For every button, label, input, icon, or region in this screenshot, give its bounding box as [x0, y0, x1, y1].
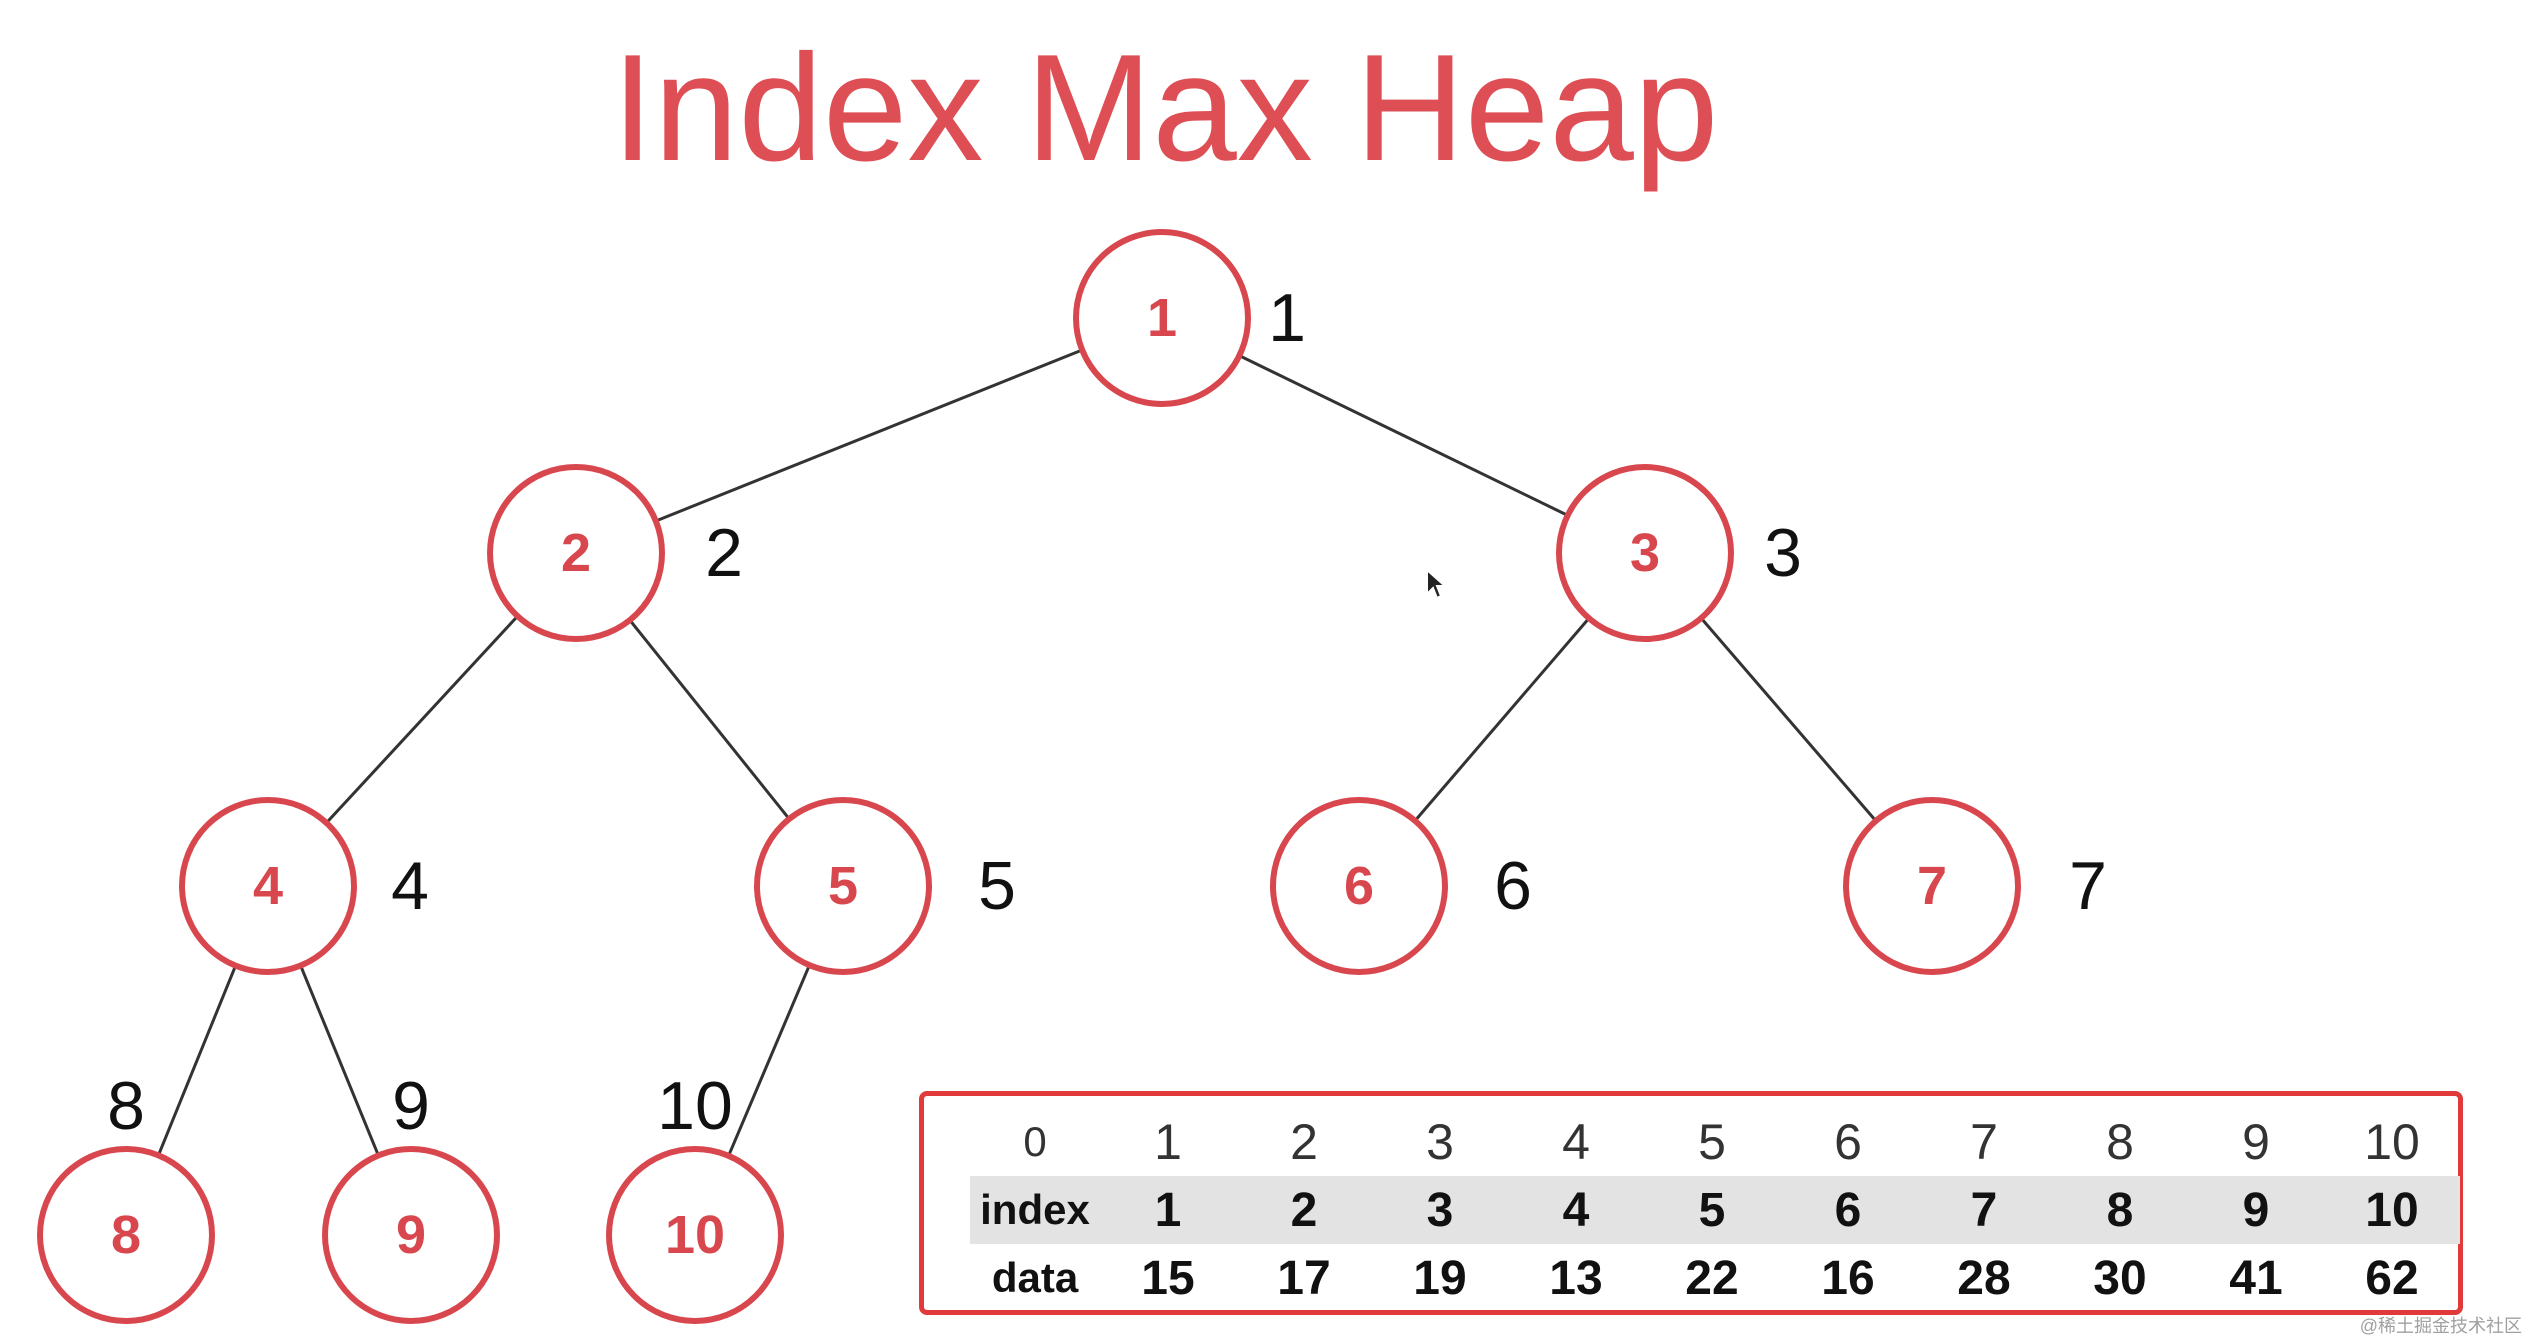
heap-node-label: 1: [1147, 288, 1177, 348]
tree-edge: [1700, 617, 1877, 822]
index-cell: 4: [1508, 1176, 1644, 1244]
heap-position-label: 7: [2069, 848, 2107, 924]
array-header-row: 0 1 2 3 4 5 6 7 8 9 10: [970, 1108, 2460, 1176]
data-cell: 16: [1821, 1251, 1875, 1305]
heap-node-circle: [487, 464, 665, 642]
heap-node-label: 4: [253, 856, 283, 916]
heap-position-label: 9: [392, 1068, 430, 1144]
heap-node: 10: [606, 1146, 784, 1324]
heap-position-label: 8: [107, 1068, 145, 1144]
tree-edge: [299, 965, 380, 1156]
heap-node-circle: [37, 1146, 215, 1324]
heap-node-label: 2: [561, 523, 591, 583]
heap-position-label: 5: [978, 848, 1016, 924]
heap-node: 5: [754, 797, 932, 975]
array-data-row: data 15 17 19 13 22 16 28 30 41 62: [970, 1244, 2460, 1312]
tree-edge: [655, 348, 1083, 523]
heap-node-circle: [179, 797, 357, 975]
array-header-cell: 7: [1970, 1114, 1998, 1170]
data-cell: 30: [2093, 1251, 2147, 1305]
array-header-cell: 2: [1290, 1114, 1318, 1170]
data-cell: 62: [2365, 1251, 2419, 1305]
tree-edge: [1413, 617, 1591, 822]
data-cell: 15: [1141, 1251, 1195, 1305]
index-cell: 10: [2324, 1176, 2460, 1244]
tree-edge: [727, 964, 811, 1157]
index-cell: 2: [1236, 1176, 1372, 1244]
array-header-cell: 0: [1023, 1118, 1047, 1165]
index-cell: 6: [1780, 1176, 1916, 1244]
heap-node-circle: [1843, 797, 2021, 975]
data-row-label: data: [991, 1254, 1079, 1301]
tree-edge: [1238, 354, 1569, 517]
heap-node-circle: [754, 797, 932, 975]
heap-position-label: 4: [391, 848, 429, 924]
index-cell: 8: [2052, 1176, 2188, 1244]
array-header-cell: 3: [1426, 1114, 1454, 1170]
heap-node: 8: [37, 1146, 215, 1324]
heap-node-circle: [322, 1146, 500, 1324]
heap-node-label: 7: [1917, 856, 1947, 916]
heap-node: 1: [1073, 229, 1251, 407]
data-cell: 28: [1957, 1251, 2011, 1305]
data-cell: 17: [1277, 1251, 1331, 1305]
index-row-label: index: [970, 1176, 1100, 1244]
heap-node-circle: [1556, 464, 1734, 642]
array-box: [919, 1091, 2463, 1315]
index-cell: 7: [1916, 1176, 2052, 1244]
heap-node: 3: [1556, 464, 1734, 642]
heap-node-label: 3: [1630, 523, 1660, 583]
tree-edge: [628, 619, 791, 820]
heap-node: 4: [179, 797, 357, 975]
tree-edge: [325, 615, 519, 824]
data-cell: 19: [1413, 1251, 1467, 1305]
heap-position-label: 3: [1764, 515, 1802, 591]
index-cell: 3: [1372, 1176, 1508, 1244]
tree-edges: [157, 348, 1877, 1157]
position-labels: 1 2 3 4 5 6 7 8 9 10: [107, 280, 2107, 1144]
heap-position-label: 1: [1268, 280, 1306, 356]
array-header-cell: 8: [2106, 1114, 2134, 1170]
heap-node: 6: [1270, 797, 1448, 975]
heap-node-label: 8: [111, 1205, 141, 1265]
heap-position-label: 10: [657, 1068, 733, 1144]
heap-node-label: 10: [665, 1205, 725, 1265]
heap-node: 7: [1843, 797, 2021, 975]
array-header-cell: 9: [2242, 1114, 2270, 1170]
data-cell: 41: [2229, 1251, 2283, 1305]
mouse-cursor-icon: [1426, 568, 1447, 600]
heap-node-circle: [1073, 229, 1251, 407]
heap-node: 9: [322, 1146, 500, 1324]
heap-node-circle: [606, 1146, 784, 1324]
array-header-cell: 10: [2364, 1114, 2420, 1170]
index-cell: 5: [1644, 1176, 1780, 1244]
heap-node-label: 6: [1344, 856, 1374, 916]
heap-position-label: 6: [1494, 848, 1532, 924]
page-title: Index Max Heap: [611, 23, 1719, 193]
heap-node-label: 9: [396, 1205, 426, 1265]
index-cell: 9: [2188, 1176, 2324, 1244]
array-header-cell: 6: [1834, 1114, 1862, 1170]
array-header-cell: 4: [1562, 1114, 1590, 1170]
heap-position-label: 2: [705, 515, 743, 591]
data-cell: 22: [1685, 1251, 1739, 1305]
index-cell: 1: [1100, 1176, 1236, 1244]
tree-edge: [157, 965, 237, 1156]
data-cell: 13: [1549, 1251, 1603, 1305]
heap-node: 2: [487, 464, 665, 642]
array-header-cell: 1: [1154, 1114, 1182, 1170]
heap-node-label: 5: [828, 856, 858, 916]
heap-node-circle: [1270, 797, 1448, 975]
watermark: @稀土掘金技术社区: [2359, 1316, 2522, 1336]
array-header-cell: 5: [1698, 1114, 1726, 1170]
